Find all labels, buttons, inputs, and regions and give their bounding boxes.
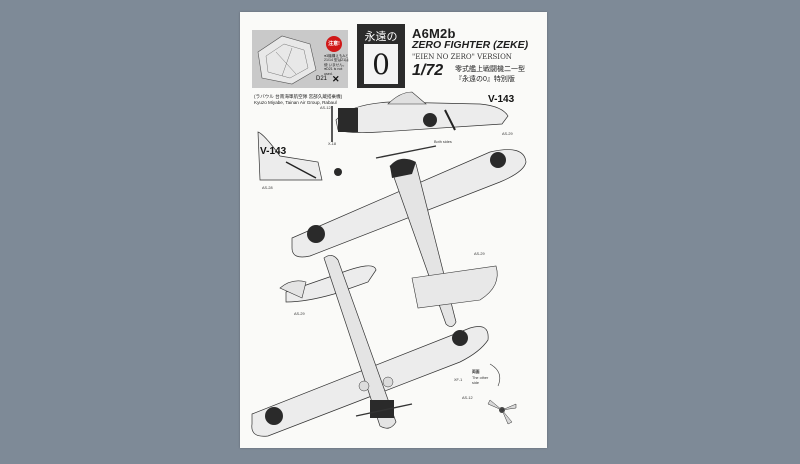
aircraft-drawings [251,91,527,437]
fuselage-band [444,109,456,131]
label-xf1: XF-1 [454,378,463,382]
top-tailplane [411,265,498,309]
tail-registration: V-143 [260,146,287,157]
side-profile [331,91,509,142]
caption-english: Kyuzo Miyabe, Tainan Air Group, Rabaul [254,100,337,105]
side-registration: V-143 [488,94,515,105]
not-used-mark: ✕ [332,74,340,84]
label-other-side: The other side [472,376,489,385]
stabilizer [279,265,377,303]
japanese-model-name: 零式艦上戦闘機二一型 [455,66,525,73]
top-propeller [375,145,437,159]
engine-cowling [338,108,358,132]
label-as29-tail: AS-29 [294,312,305,316]
label-as29-side: AS-29 [502,132,513,136]
hinomaru-side [423,113,437,127]
label-both-jp: 両面 [472,370,480,374]
model-version: "EIEN NO ZERO" VERSION [412,53,512,61]
hinomaru-bottom-left [265,407,283,425]
instruction-sheet: 注意! ●3機構えもAと21/14 型は21は使 いません。 ●D21 is n… [240,12,547,448]
label-as12: AS-12 [320,106,331,110]
inset-photo: 注意! ●3機構えもAと21/14 型は21は使 いません。 ●D21 is n… [252,30,349,88]
model-code: A6M2b [412,26,456,41]
attention-badge: 注意! [326,36,342,52]
hinomaru-top-left [307,225,325,243]
inset-part-diagram [257,35,317,85]
scale-label: 1/72 [412,62,444,79]
bottom-propeller [355,403,413,417]
badge-zero: 0 [364,44,398,84]
bottom-fuselage [323,255,397,429]
label-x18: X-18 [328,142,337,146]
japanese-edition: 『永遠の0』特別版 [455,76,515,83]
top-cowling [390,158,416,178]
inset-note: ●3機構えもAと21/14 型は21は使 いません。 ●D21 is not u… [324,54,349,76]
badge-japanese-title: 永遠の [364,30,398,43]
hinomaru-top-right [490,152,506,168]
tail-profile [257,131,342,181]
propeller-detail [487,363,517,425]
caption-japanese: (ラバウル 台南海軍航空隊 宮部久蔵搭乗機) [254,94,343,99]
bottom-view-aircraft [251,255,489,437]
hinomaru-bottom-right [452,330,468,346]
model-name: ZERO FIGHTER (ZEKE) [412,39,529,51]
bottom-cowling [370,400,394,418]
label-as29-stab: AS-29 [474,252,485,256]
canopy [387,91,427,105]
top-view-aircraft [291,145,527,327]
inset-part-number: D21 [316,76,328,82]
label-as28: AS-28 [262,186,273,190]
label-as12-prop: AS-12 [462,396,473,400]
title-badge: 永遠の 0 [357,24,405,88]
label-both-sides: Both sides [434,140,452,144]
